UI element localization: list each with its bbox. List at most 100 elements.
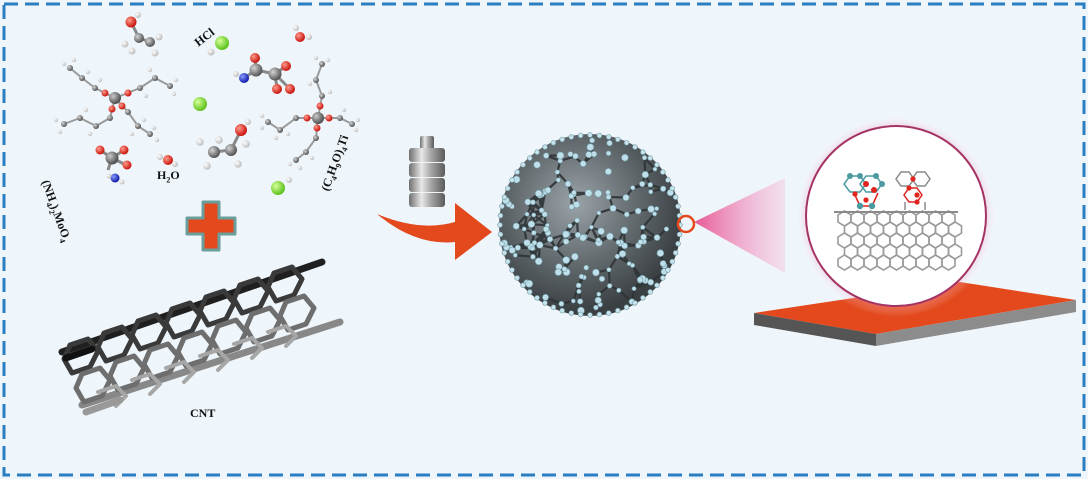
sphere-particle bbox=[606, 267, 612, 273]
sphere-particle bbox=[524, 198, 532, 206]
sphere-particle bbox=[654, 206, 660, 211]
sphere-particle bbox=[594, 189, 603, 198]
sphere-particle bbox=[640, 224, 646, 230]
sphere-particle bbox=[567, 223, 573, 229]
sphere-particle bbox=[509, 267, 515, 273]
sphere-particle bbox=[514, 244, 521, 251]
sphere-particle bbox=[534, 295, 540, 301]
sphere-particle bbox=[552, 245, 559, 252]
sphere-particle bbox=[620, 226, 628, 235]
sphere-particle bbox=[665, 177, 671, 183]
titanium-butoxide-molecule-right bbox=[259, 55, 361, 171]
sphere-particle bbox=[596, 210, 602, 216]
sphere-particle bbox=[530, 253, 536, 260]
zoom-cone bbox=[694, 178, 785, 273]
hydrogen-atom bbox=[286, 177, 292, 183]
sphere-particle bbox=[636, 276, 644, 283]
sphere-particle bbox=[618, 250, 627, 258]
lattice-hexagon bbox=[941, 254, 956, 271]
sphere-particle bbox=[531, 230, 537, 236]
sphere-particle bbox=[622, 194, 630, 202]
label-h2o-o: O bbox=[170, 168, 180, 182]
sphere-particle bbox=[576, 288, 582, 294]
sphere-particle bbox=[675, 203, 681, 209]
sphere-particle bbox=[653, 234, 661, 241]
sphere-particle bbox=[562, 256, 570, 264]
sphere-particle bbox=[497, 231, 504, 238]
sphere-particle bbox=[533, 161, 541, 169]
sphere-particle bbox=[512, 252, 518, 258]
sphere-particle bbox=[639, 180, 646, 188]
sphere-particle bbox=[594, 296, 602, 304]
sphere-particle bbox=[509, 177, 515, 183]
sphere-particle bbox=[640, 149, 646, 155]
sphere-particle bbox=[531, 240, 538, 246]
sphere-particle bbox=[554, 268, 562, 276]
sphere-particle bbox=[605, 150, 612, 156]
sphere-particle bbox=[654, 282, 660, 288]
sphere-particle bbox=[542, 300, 548, 306]
sphere-particle bbox=[640, 295, 646, 301]
sphere-particle bbox=[521, 226, 527, 232]
sphere-particle bbox=[626, 261, 632, 266]
sphere-particle bbox=[542, 225, 550, 233]
ethanol-molecule-top bbox=[121, 12, 163, 57]
sphere-particle bbox=[615, 239, 621, 245]
sphere-particle bbox=[607, 283, 613, 289]
sphere-particle bbox=[574, 217, 580, 224]
sphere-particle bbox=[512, 222, 520, 230]
sphere-particle bbox=[556, 151, 565, 160]
sphere-particle bbox=[647, 205, 655, 213]
sphere-particle bbox=[615, 136, 621, 143]
sphere-particle bbox=[542, 144, 548, 150]
water-molecule-top bbox=[293, 25, 312, 42]
sphere-particle bbox=[669, 258, 675, 265]
sphere-particle bbox=[606, 310, 612, 316]
sphere-particle bbox=[559, 307, 565, 314]
sphere-mesh-strand bbox=[515, 254, 534, 258]
sphere-particle bbox=[568, 203, 575, 210]
sphere-particle bbox=[660, 185, 667, 192]
sphere-particle bbox=[614, 253, 621, 260]
sphere-particle bbox=[525, 279, 534, 288]
label-h2o-sub: 2 bbox=[166, 175, 171, 185]
label-h2o: H2O bbox=[157, 168, 180, 184]
sphere-particle bbox=[555, 177, 561, 183]
sphere-particle bbox=[647, 155, 653, 161]
sphere-particle bbox=[534, 257, 543, 266]
sphere-particle bbox=[561, 266, 568, 272]
sphere-particle bbox=[514, 169, 520, 175]
sphere-particle bbox=[550, 304, 557, 310]
moo-cluster bbox=[843, 173, 885, 210]
ethanol-molecule-middle bbox=[196, 119, 251, 170]
sphere-particle bbox=[605, 194, 612, 200]
precursor-molecules bbox=[53, 12, 361, 195]
sphere-particle bbox=[542, 293, 549, 301]
sphere-particle bbox=[597, 227, 605, 235]
sphere-particle bbox=[577, 311, 584, 318]
sphere-particle bbox=[615, 307, 621, 314]
sphere-particle bbox=[621, 242, 628, 250]
sphere-particle bbox=[558, 300, 565, 307]
sphere-particle bbox=[623, 304, 630, 310]
sphere-particle bbox=[606, 232, 614, 241]
sphere-particle bbox=[586, 143, 595, 151]
sphere-particle bbox=[571, 252, 579, 261]
sphere-particle bbox=[546, 236, 554, 243]
sphere-particle bbox=[583, 264, 589, 271]
composite-sphere bbox=[497, 132, 683, 318]
sphere-particle bbox=[497, 212, 504, 219]
sphere-particle bbox=[530, 245, 536, 251]
sphere-particle bbox=[595, 237, 601, 243]
sphere-particle bbox=[665, 267, 671, 273]
sphere-particle bbox=[550, 140, 557, 146]
sphere-particle bbox=[631, 286, 637, 291]
sphere-particle bbox=[568, 310, 574, 316]
sphere-particle bbox=[660, 275, 666, 281]
chlorine-atom-2 bbox=[271, 181, 285, 195]
sphere-particle bbox=[669, 185, 675, 192]
zoom-highlight-circle bbox=[676, 214, 696, 234]
sphere-particle bbox=[534, 189, 543, 198]
